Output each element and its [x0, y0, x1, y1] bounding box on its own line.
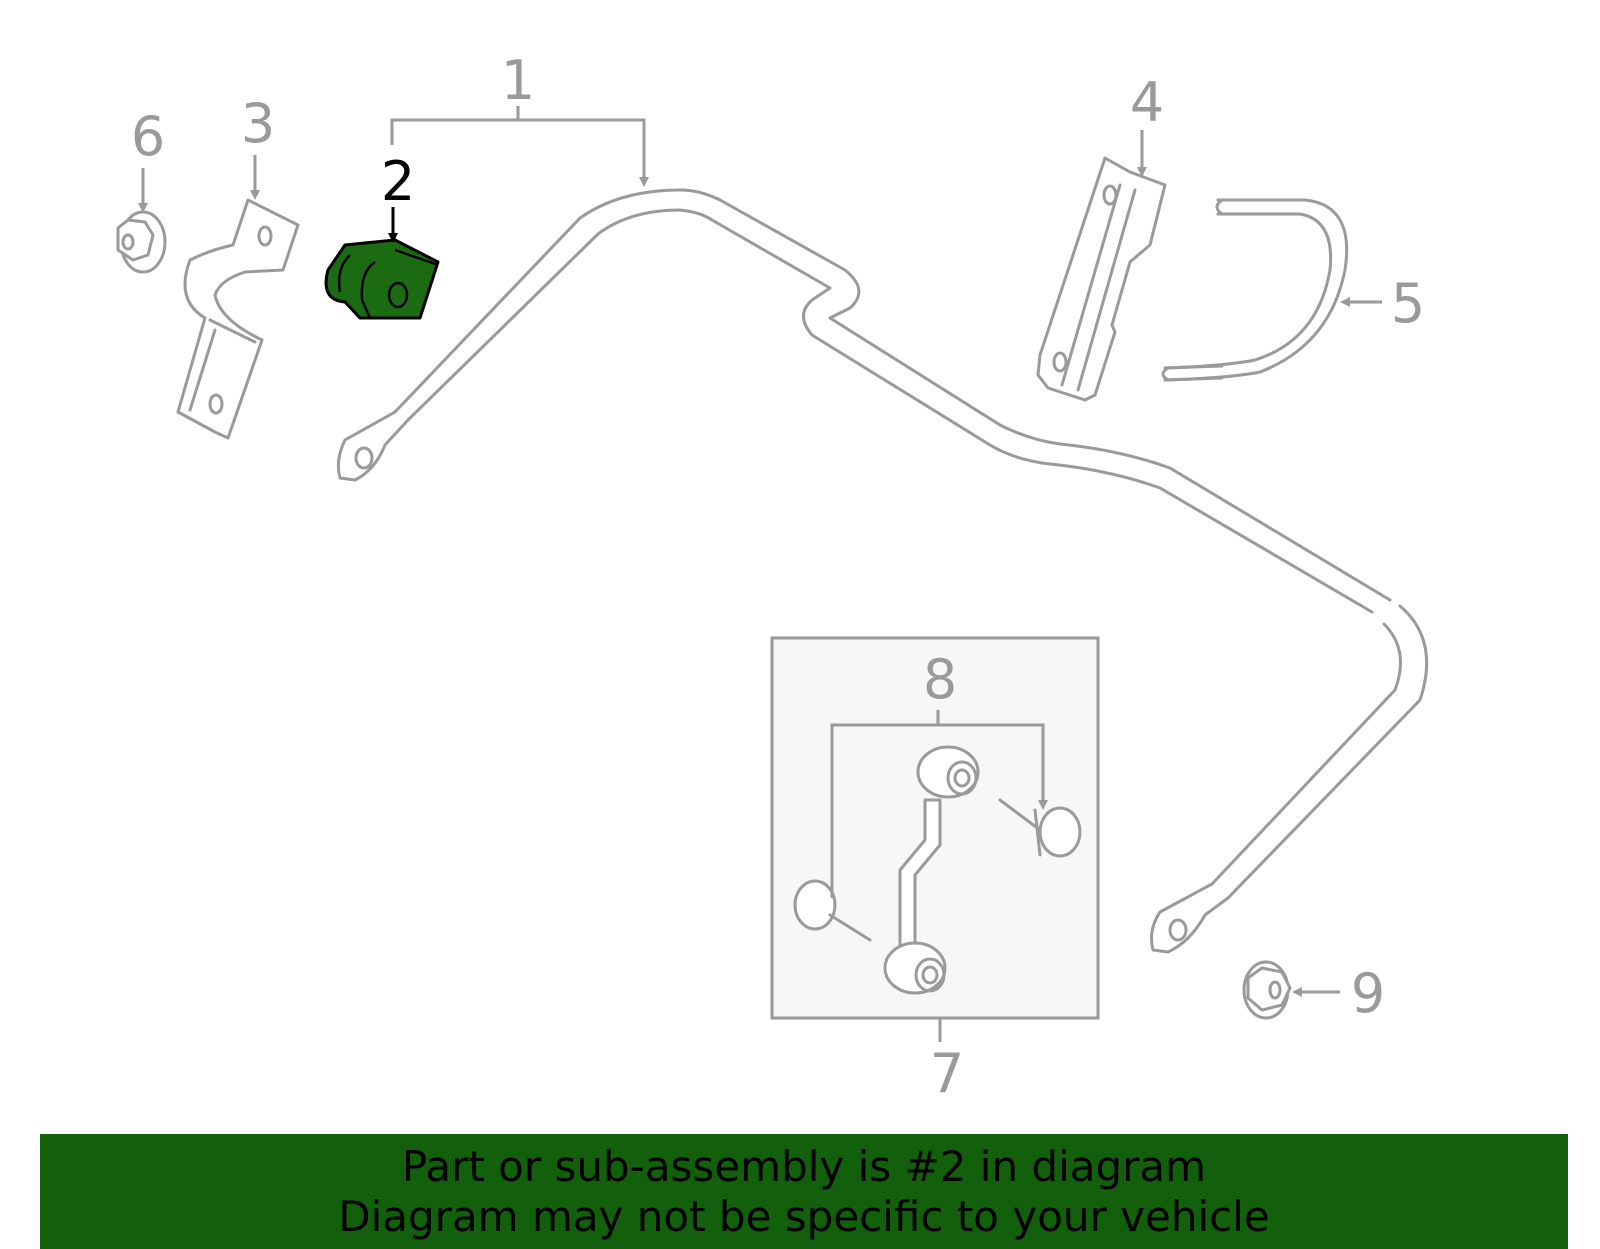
info-banner: Part or sub-assembly is #2 in diagram Di…	[40, 1134, 1568, 1249]
u-bolt[interactable]	[1161, 198, 1349, 382]
callout-4: 4	[1130, 71, 1164, 134]
mounting-bracket[interactable]	[176, 198, 300, 440]
support-bracket[interactable]	[1036, 156, 1167, 402]
link-bolt-upper[interactable]	[998, 798, 1082, 858]
callout-3: 3	[241, 92, 275, 155]
callout-1: 1	[501, 49, 535, 112]
stabilizer-link[interactable]	[883, 745, 980, 995]
callout-5: 5	[1391, 272, 1425, 335]
callout-7: 7	[930, 1042, 964, 1105]
bushing-highlighted[interactable]	[324, 238, 440, 320]
nut-9[interactable]	[1242, 960, 1292, 1020]
banner-line-2: Diagram may not be specific to your vehi…	[338, 1192, 1270, 1241]
callout-2: 2	[381, 150, 415, 213]
callout-9: 9	[1351, 962, 1385, 1025]
callout-8: 8	[923, 648, 957, 711]
link-bolt-lower[interactable]	[793, 879, 872, 942]
callout-6: 6	[131, 105, 165, 168]
stabilizer-bar[interactable]	[336, 188, 1429, 954]
nut-6[interactable]	[116, 210, 167, 274]
banner-line-1: Part or sub-assembly is #2 in diagram	[401, 1142, 1207, 1191]
